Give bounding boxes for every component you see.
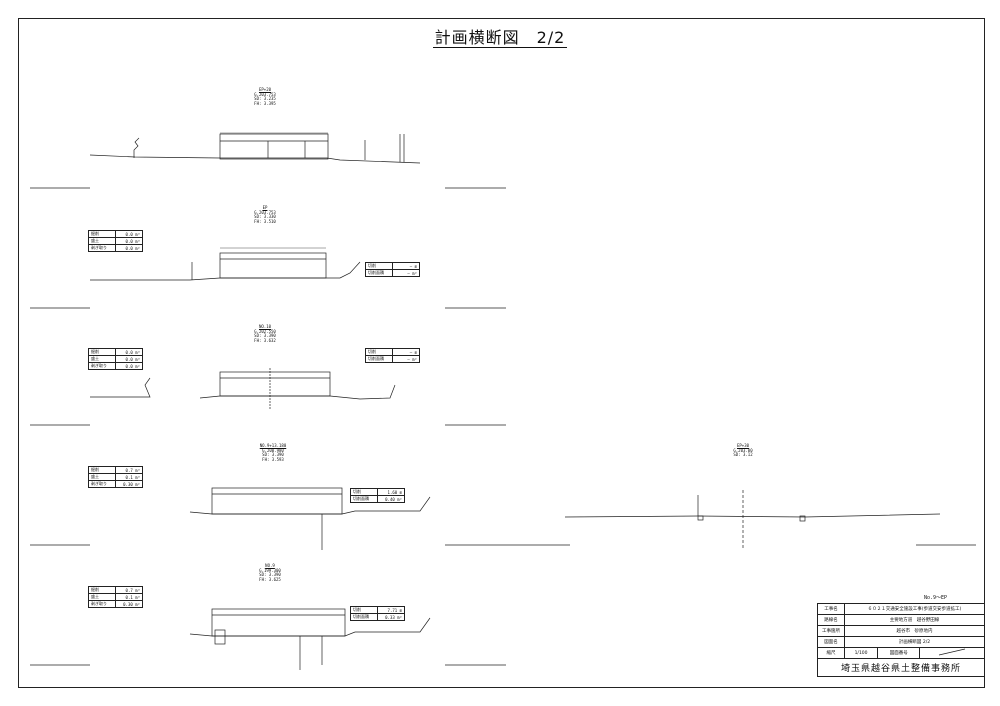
section-no9-label: NO.9 G.199.300 SD: 3.390 FH: 3.625 — [259, 563, 281, 582]
section-ep-label: EP G.203.753 SD: 3.330 FH: 3.510 — [254, 205, 276, 224]
sheet-frame — [18, 18, 985, 688]
section-no10-label: NO.10 G.202.550 SD: 3.390 FH: 3.632 — [254, 324, 276, 343]
sheet-fraction-icon — [939, 648, 966, 656]
section-no10-profile — [30, 368, 506, 426]
section-ep20-profile — [30, 132, 506, 189]
drawing-number-cell — [919, 647, 985, 659]
section-no9-13-profile — [30, 487, 570, 550]
section-no9-profile — [30, 608, 506, 670]
section-no9-13-label: NO.9+13.180 G.200.980 SD: 3.390 FH: 3.59… — [259, 443, 287, 462]
drawing-title: 計画横断図 2/2 — [432, 28, 568, 48]
sheet-range-label: No.9～EP — [924, 595, 948, 601]
qty-table-right-no10: 切削— m 切削面積— m² — [365, 348, 420, 363]
section-ep30-label: EP+30 G.203.00 SD: 3.12 — [733, 443, 753, 457]
section-ep20-label: EP+20 G.203.753 SD: 3.235 FH: 3.395 — [254, 87, 276, 106]
qty-table-right-ep: 切削— m 切削面積— m² — [365, 262, 420, 277]
section-ep-profile — [30, 247, 506, 309]
section-ep30-profile — [564, 490, 976, 548]
